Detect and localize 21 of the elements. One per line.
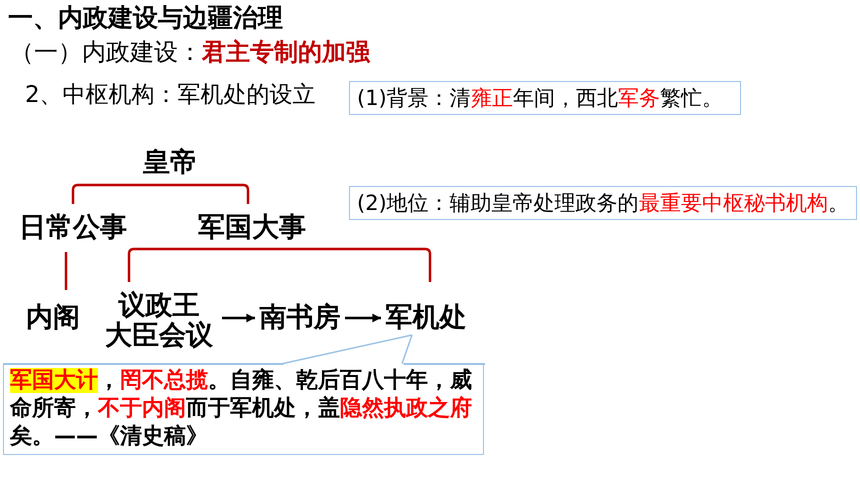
hierarchy-label: 议政王大臣会议 <box>96 282 222 353</box>
slide-title: 一、内政建设与边疆治理 <box>8 3 283 33</box>
note-box: (1)背景：清雍正年间，西北军务繁忙。 <box>349 81 741 115</box>
hierarchy-label: 内阁 <box>24 290 82 335</box>
quote-callout: 军国大计，罔不总揽。自雍、乾后百八十年，威命所寄，不于内阁而于军机处，盖隐然执政之府矣。——《清史稿》 <box>3 363 484 455</box>
bracket-line <box>72 184 170 204</box>
hierarchy-label: 军国大事 <box>195 204 309 249</box>
bracket-line <box>170 184 250 204</box>
bracket-line <box>128 248 252 282</box>
arrow <box>222 314 255 322</box>
bracket-line <box>252 248 432 282</box>
section-heading: （一）内政建设：君主专制的加强 <box>10 38 370 67</box>
connector-line <box>64 252 68 290</box>
callout-pointer <box>281 334 413 364</box>
note-box: (2)地位：辅助皇帝处理政务的最重要中枢秘书机构。 <box>349 186 857 220</box>
hierarchy-label: 南书房 <box>255 290 345 335</box>
hierarchy-label: 皇帝 <box>134 146 206 185</box>
subsection-heading: 2、中枢机构：军机处的设立 <box>25 82 316 110</box>
arrow <box>345 314 381 322</box>
hierarchy-label: 日常公事 <box>16 204 130 252</box>
hierarchy-label: 军机处 <box>381 282 471 335</box>
